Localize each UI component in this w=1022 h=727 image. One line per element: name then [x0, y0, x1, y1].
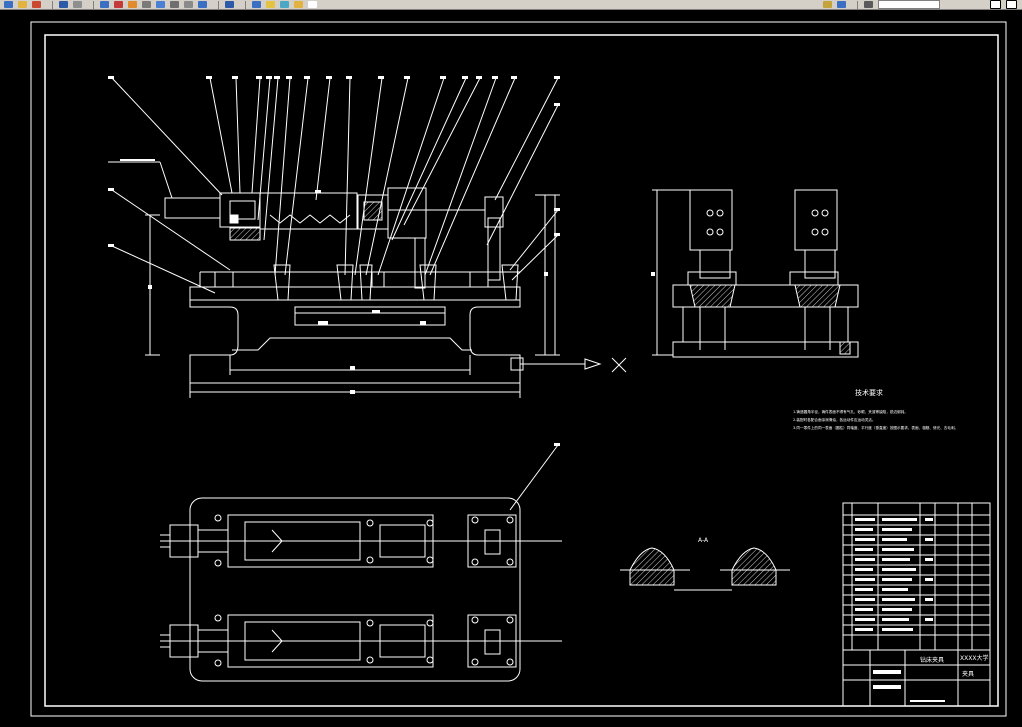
window-close-icon[interactable] — [1006, 0, 1017, 9]
properties-icon[interactable] — [170, 1, 179, 8]
outer-frame — [30, 21, 1007, 717]
cad-toolbar — [0, 0, 1022, 10]
title-block-drawing-name: 夹具 — [962, 670, 974, 678]
drawing-svg[interactable]: A-A 技术要求 1.铸造圆角半径，铸件表面不得有气孔、砂眼、夹渣等缺陷，锐边倒… — [0, 10, 1022, 723]
save-icon[interactable] — [32, 1, 41, 8]
zoom-icon[interactable] — [142, 1, 151, 8]
layer-freeze-icon[interactable] — [280, 1, 289, 8]
side-view — [652, 189, 859, 358]
balloon-leaders — [108, 77, 559, 294]
zoom-window-icon[interactable] — [156, 1, 165, 8]
inner-frame — [44, 34, 999, 707]
screws-front — [214, 264, 519, 301]
layers-icon[interactable] — [184, 1, 193, 8]
layer-lock-icon[interactable] — [294, 1, 303, 8]
tech-requirement-2: 2.装配时各配合面涂润滑油，各运动件应运动灵活。 — [793, 417, 876, 422]
drawing-canvas[interactable]: A-A 技术要求 1.铸造圆角半径，铸件表面不得有气孔、砂眼、夹渣等缺陷，锐边倒… — [0, 10, 1022, 723]
title-block — [842, 502, 991, 707]
top-view — [160, 444, 562, 682]
layer-on-icon[interactable] — [266, 1, 275, 8]
pan-icon[interactable] — [128, 1, 137, 8]
help-icon[interactable] — [225, 1, 234, 8]
title-block-fills — [108, 76, 945, 702]
undo-icon[interactable] — [100, 1, 109, 8]
window-restore-icon[interactable] — [990, 0, 1001, 9]
style-icon[interactable] — [823, 1, 832, 8]
tech-requirement-3: 3.同一零件上的同一表面（圆柱）同轴度、平行度（垂直度）按图示要求，表面、粗糙、… — [793, 425, 958, 430]
section-aa — [620, 547, 790, 591]
section-label: A-A — [698, 537, 709, 544]
linetype-dropdown[interactable] — [878, 0, 940, 9]
matchprop-icon[interactable] — [198, 1, 207, 8]
tech-requirements-title: 技术要求 — [855, 388, 883, 397]
plot-icon[interactable] — [864, 1, 873, 8]
copy-icon[interactable] — [73, 1, 82, 8]
dim-style-icon[interactable] — [837, 1, 846, 8]
front-view — [108, 77, 627, 398]
cut-icon[interactable] — [59, 1, 68, 8]
new-file-icon[interactable] — [4, 1, 13, 8]
redo-icon[interactable] — [114, 1, 123, 8]
tech-requirement-1: 1.铸造圆角半径，铸件表面不得有气孔、砂眼、夹渣等缺陷，锐边倒钝。 — [793, 409, 908, 414]
layer-state-icon[interactable] — [252, 1, 261, 8]
title-block-part-name: 钻床夹具 — [920, 656, 944, 664]
title-block-company: XXXX大学 — [960, 654, 988, 662]
open-icon[interactable] — [18, 1, 27, 8]
layer-color-icon[interactable] — [308, 1, 317, 8]
